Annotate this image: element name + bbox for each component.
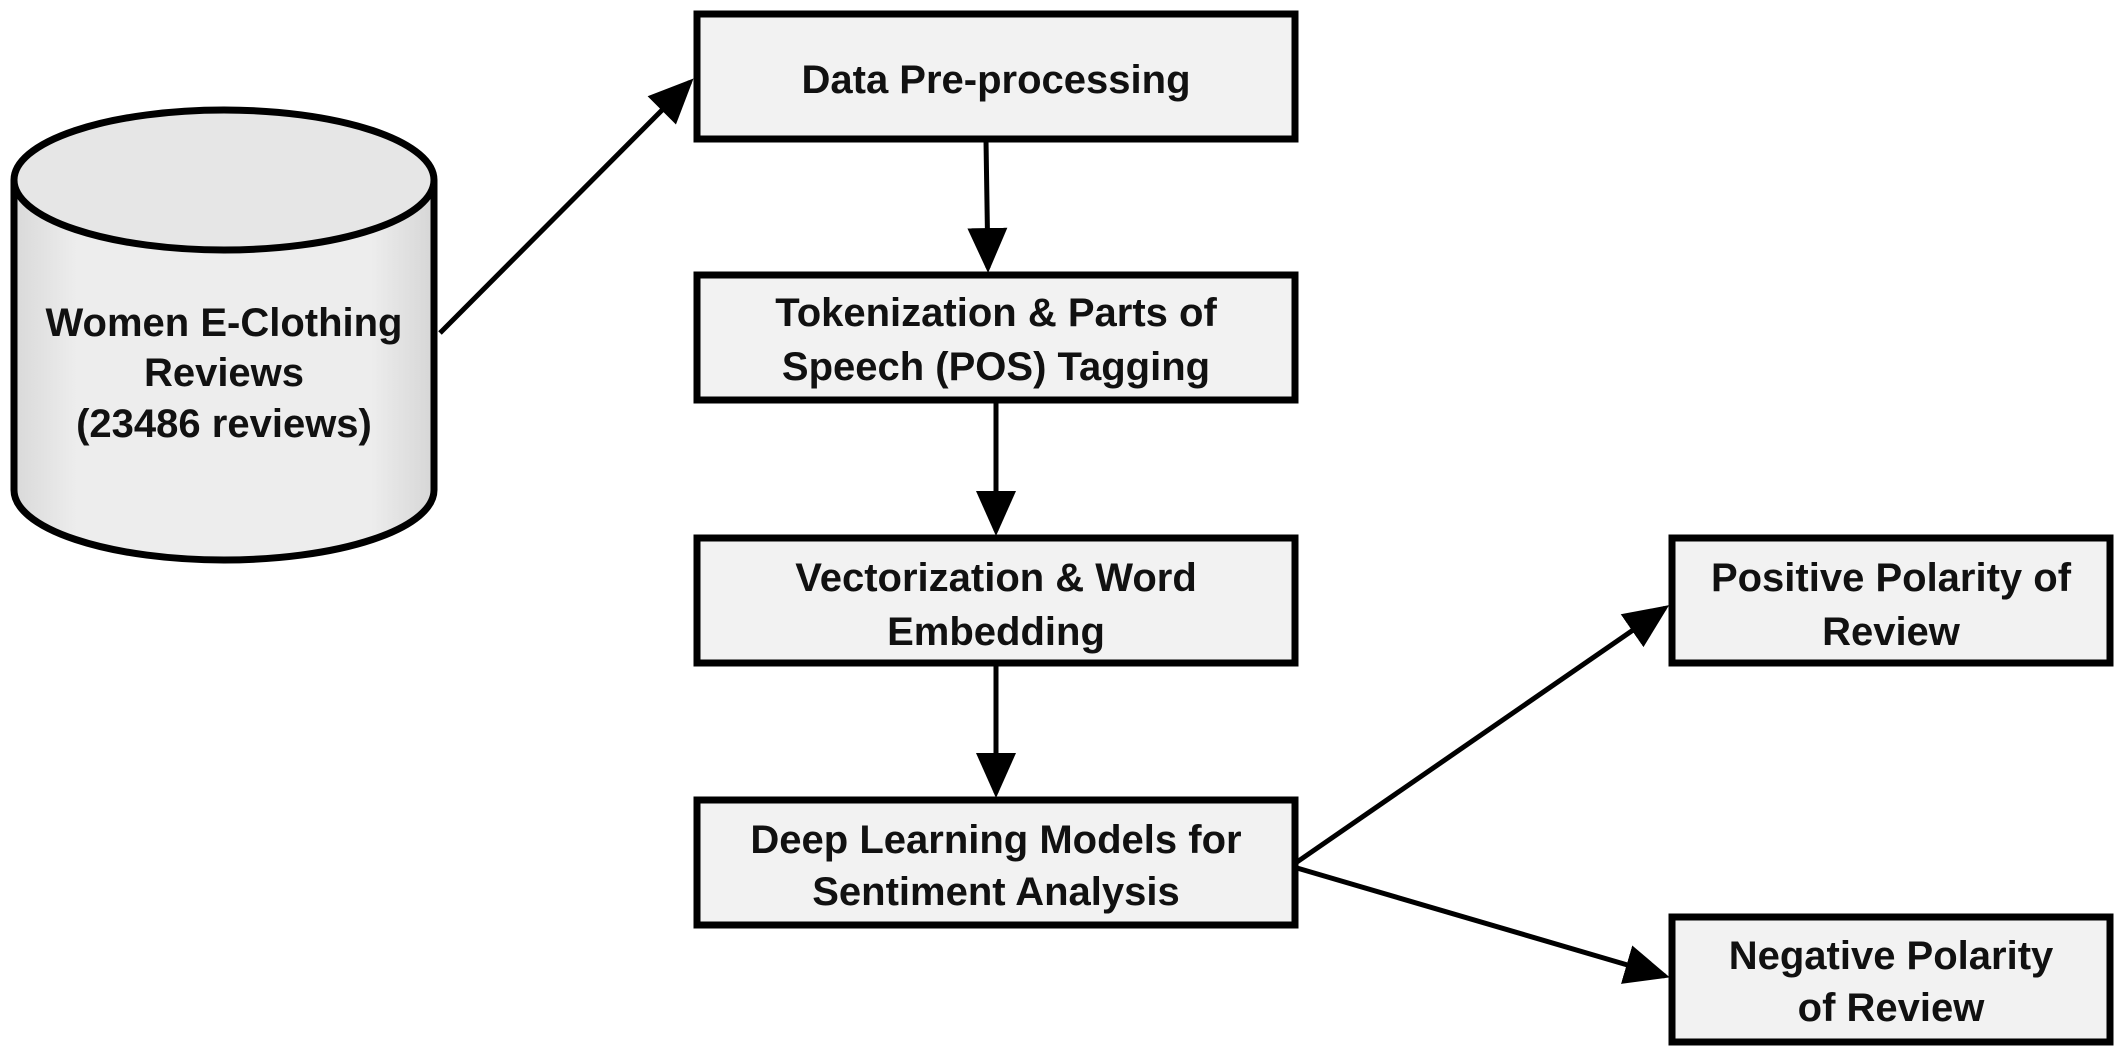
box-positive-polarity-label-line1: Positive Polarity of bbox=[1711, 556, 2072, 600]
box-data-preprocessing: Data Pre-processing bbox=[693, 10, 1299, 143]
database-cylinder-body bbox=[10, 180, 438, 564]
box-deep-learning-models-label-line2: Sentiment Analysis bbox=[812, 870, 1180, 914]
box-tokenization-label-line1: Tokenization & Parts of bbox=[775, 291, 1217, 335]
database-cylinder: Women E-Clothing Reviews (23486 reviews) bbox=[10, 106, 438, 564]
database-label-line1: Women E-Clothing bbox=[46, 301, 403, 345]
box-vectorization: Vectorization & Word Embedding bbox=[693, 534, 1299, 667]
box-negative-polarity: Negative Polarity of Review bbox=[1668, 913, 2114, 1046]
database-label-line2: Reviews bbox=[144, 351, 304, 395]
database-cylinder-top bbox=[10, 106, 438, 254]
box-negative-polarity-label-line2: of Review bbox=[1798, 986, 1986, 1030]
box-deep-learning-models: Deep Learning Models for Sentiment Analy… bbox=[693, 796, 1299, 929]
box-tokenization: Tokenization & Parts of Speech (POS) Tag… bbox=[693, 271, 1299, 404]
box-positive-polarity-label-line2: Review bbox=[1822, 610, 1961, 654]
box-deep-learning-models-label-line1: Deep Learning Models for bbox=[750, 818, 1241, 862]
box-vectorization-label-line2: Embedding bbox=[887, 610, 1105, 654]
box-negative-polarity-label-line1: Negative Polarity bbox=[1729, 934, 2054, 978]
box-data-preprocessing-label: Data Pre-processing bbox=[801, 58, 1190, 102]
arrow-database-to-preprocessing bbox=[438, 78, 694, 335]
box-positive-polarity: Positive Polarity of Review bbox=[1668, 534, 2114, 667]
arrow-preprocessing-to-tokenization bbox=[967, 139, 1008, 273]
arrow-models-to-positive bbox=[1295, 605, 1670, 865]
box-tokenization-label-line2: Speech (POS) Tagging bbox=[782, 345, 1210, 389]
database-label-line3: (23486 reviews) bbox=[76, 402, 372, 446]
box-vectorization-label-line1: Vectorization & Word bbox=[795, 556, 1197, 600]
arrow-models-to-negative bbox=[1296, 865, 1670, 984]
